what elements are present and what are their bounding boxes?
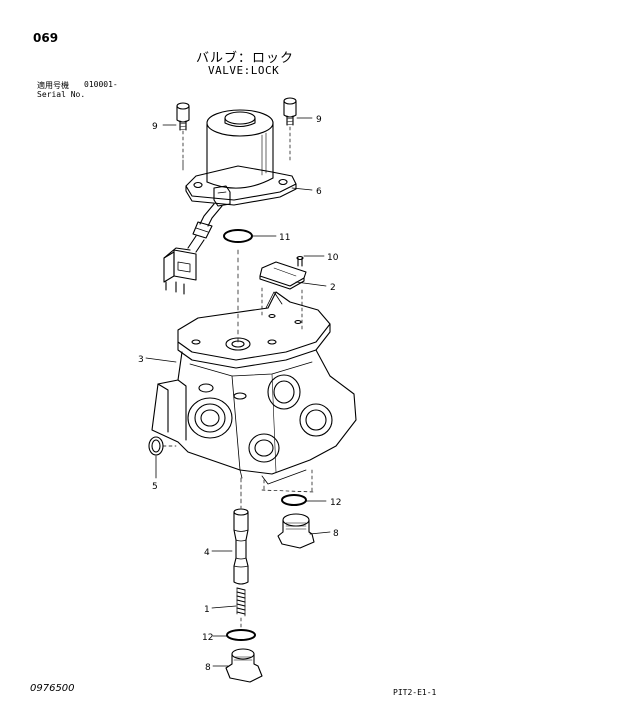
callout-1: 1 <box>204 605 210 615</box>
callout-4: 4 <box>204 548 210 558</box>
callout-8-lower: 8 <box>205 663 211 673</box>
callout-8-upper: 8 <box>333 529 339 539</box>
screw-10-part <box>296 255 304 267</box>
ring-5-part <box>148 436 177 456</box>
spool-4-part <box>233 508 249 585</box>
footer-figure-number: 0976500 <box>30 683 75 694</box>
callout-12-lower: 12 <box>202 633 213 643</box>
bolt-right-part <box>283 97 297 161</box>
page-title-japanese: バルブ：ロック <box>196 51 295 66</box>
o-ring-12-upper-part <box>281 494 307 506</box>
solenoid-cable <box>163 203 223 295</box>
callout-10: 10 <box>327 253 339 263</box>
o-ring-12-lower-part <box>226 629 256 641</box>
callout-2: 2 <box>330 283 336 293</box>
leader-lines <box>145 117 331 667</box>
callout-3: 3 <box>138 355 144 365</box>
plug-8-upper-part <box>277 513 315 549</box>
valve-body-part <box>151 291 357 495</box>
callout-12-upper: 12 <box>330 498 341 508</box>
o-ring-11-part <box>223 229 253 243</box>
plate-2-part <box>259 261 307 331</box>
callout-5: 5 <box>152 482 158 492</box>
footer-page-code: PIT2-E1-1 <box>393 688 437 697</box>
callout-6: 6 <box>316 187 322 197</box>
serial-value: 010001- <box>84 80 118 89</box>
page-number: 069 <box>33 31 59 45</box>
page-title-english: VALVE:LOCK <box>208 64 280 77</box>
callout-9-right: 9 <box>316 115 322 125</box>
solenoid-coil-part <box>185 109 297 207</box>
callout-11: 11 <box>279 233 290 243</box>
bolt-left-part <box>176 102 190 171</box>
plug-8-lower-part <box>225 648 263 683</box>
serial-label-english: Serial No. <box>37 90 86 99</box>
spring-1-part <box>236 587 246 617</box>
serial-label-japanese: 適用号機 <box>37 81 69 90</box>
callout-9-left: 9 <box>152 122 158 132</box>
